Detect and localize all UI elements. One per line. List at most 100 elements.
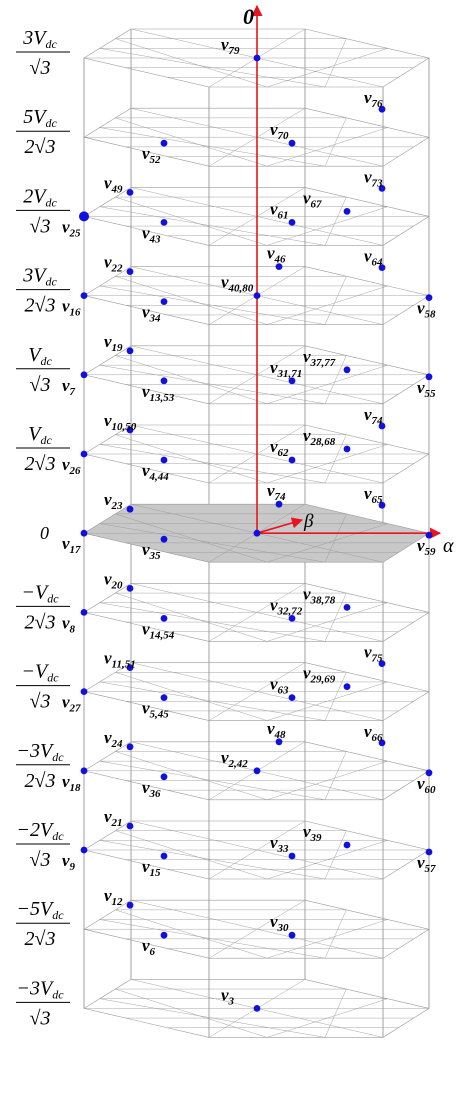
- vector-label-v: v: [364, 405, 372, 424]
- vector-label-v: v: [62, 613, 70, 632]
- vector-label: v36: [142, 778, 161, 800]
- vector-label-v: v: [364, 643, 372, 662]
- grid-line: [115, 38, 268, 88]
- vector-label-sub: 65: [372, 494, 384, 506]
- vector-label-sub: 64: [372, 257, 384, 269]
- vector-point: [126, 426, 134, 434]
- vector-label-v: v: [303, 188, 311, 207]
- vector-label-v: v: [62, 534, 70, 553]
- level-label-zero: 0: [40, 523, 49, 543]
- vector-point: [160, 456, 168, 464]
- vector-label-sub: 36: [149, 788, 162, 800]
- level-label-lm2: −Vdc√3: [16, 661, 70, 713]
- vector-label-sub: 17: [70, 544, 82, 556]
- vector-label-sub: 14,54: [150, 629, 175, 641]
- vector-label-v: v: [62, 772, 70, 791]
- vector-label-v: v: [104, 253, 112, 272]
- grid-line: [324, 830, 347, 880]
- level-numerator: Vdc: [28, 344, 52, 368]
- grid-line: [324, 988, 347, 1038]
- vector-label-v: v: [270, 120, 278, 139]
- vector-point: [378, 105, 386, 113]
- grid-line: [266, 602, 388, 642]
- vector-label-sub: 22: [111, 263, 124, 275]
- vector-label-sub: 11,51: [112, 659, 136, 671]
- level-numerator-sub: dc: [45, 116, 57, 130]
- vector-label-v: v: [104, 332, 112, 351]
- vector-label-sub: 38,78: [310, 594, 336, 606]
- vector-point: [126, 189, 134, 196]
- vector-label: v28,68: [303, 426, 336, 448]
- vector-label: v40,80: [221, 273, 254, 295]
- vector-point: [378, 264, 386, 271]
- vector-label: v46: [267, 244, 286, 266]
- level-numerator-coef: −5V: [16, 898, 54, 920]
- vector-point: [288, 615, 296, 622]
- level-numerator-coef: −V: [21, 661, 49, 683]
- vector-label-sub: 20: [111, 579, 124, 591]
- vector-point: [126, 268, 134, 275]
- beta-axis-label: β: [303, 511, 314, 532]
- vector-label: v2,42: [221, 748, 248, 770]
- level-denominator: √3: [30, 691, 51, 713]
- vector-point: [126, 505, 134, 513]
- grid-line: [324, 592, 347, 642]
- grid-line: [115, 830, 268, 880]
- vector-label: v17: [62, 534, 81, 556]
- level-numerator: 5Vdc: [23, 106, 57, 130]
- vector-point: [425, 373, 433, 381]
- level-label-l5: 5Vdc 2√3: [16, 106, 70, 158]
- vector-label-v: v: [62, 217, 70, 236]
- vector-point: [425, 848, 433, 856]
- vector-label-sub: 27: [69, 703, 82, 715]
- vector-label-sub: 66: [372, 732, 384, 744]
- level-numerator: Vdc: [28, 423, 52, 447]
- vector-point: [253, 1005, 261, 1012]
- vector-label-v: v: [142, 778, 150, 797]
- vector-label: v4,44: [142, 461, 169, 483]
- vector-label-v: v: [270, 912, 278, 931]
- vector-point: [80, 767, 88, 775]
- vector-label-v: v: [142, 223, 150, 242]
- level-denominator: 2√3: [25, 136, 56, 158]
- level-numerator: 3Vdc: [22, 27, 57, 51]
- vector-label: v26: [62, 455, 81, 477]
- vector-label-v: v: [267, 244, 275, 263]
- vector-label-sub: 18: [70, 782, 82, 794]
- grid-line: [115, 117, 268, 167]
- vector-label: v49: [104, 173, 123, 195]
- vector-point: [253, 292, 261, 299]
- vector-label: v15: [142, 857, 161, 879]
- grid-line: [208, 820, 306, 880]
- vector-label: v38,78: [303, 584, 336, 606]
- vector-label-sub: 12: [112, 896, 124, 908]
- vector-point: [160, 615, 168, 622]
- level-denominator: 2√3: [25, 295, 56, 317]
- vector-point: [253, 767, 261, 775]
- level-denominator: √3: [30, 849, 51, 871]
- vector-label: v19: [104, 332, 123, 354]
- vector-label-sub: 73: [372, 177, 384, 189]
- vector-label-v: v: [270, 437, 278, 456]
- vector-label: v58: [417, 299, 436, 321]
- vector-label-sub: 61: [278, 209, 289, 221]
- vector-label-sub: 8: [70, 623, 76, 635]
- vector-label: v21: [104, 807, 123, 829]
- vector-label-v: v: [104, 649, 112, 668]
- vector-label-v: v: [270, 595, 278, 614]
- vector-label-sub: 29,69: [310, 674, 336, 686]
- grid-line: [266, 919, 388, 959]
- vector-label-v: v: [270, 675, 278, 694]
- vector-point: [343, 445, 351, 453]
- level-label-l6: 3Vdc√3: [16, 27, 70, 79]
- vector-label-sub: 58: [425, 309, 437, 321]
- vector-label-sub: 30: [277, 922, 290, 934]
- grid-line: [266, 48, 388, 88]
- vector-label: v3: [221, 985, 235, 1007]
- vector-point: [160, 694, 168, 701]
- vector-label-sub: 37,77: [310, 357, 336, 369]
- vector-label: v73: [364, 167, 383, 189]
- vector-label-sub: 4,44: [149, 471, 170, 483]
- vector-label: v8: [62, 613, 76, 635]
